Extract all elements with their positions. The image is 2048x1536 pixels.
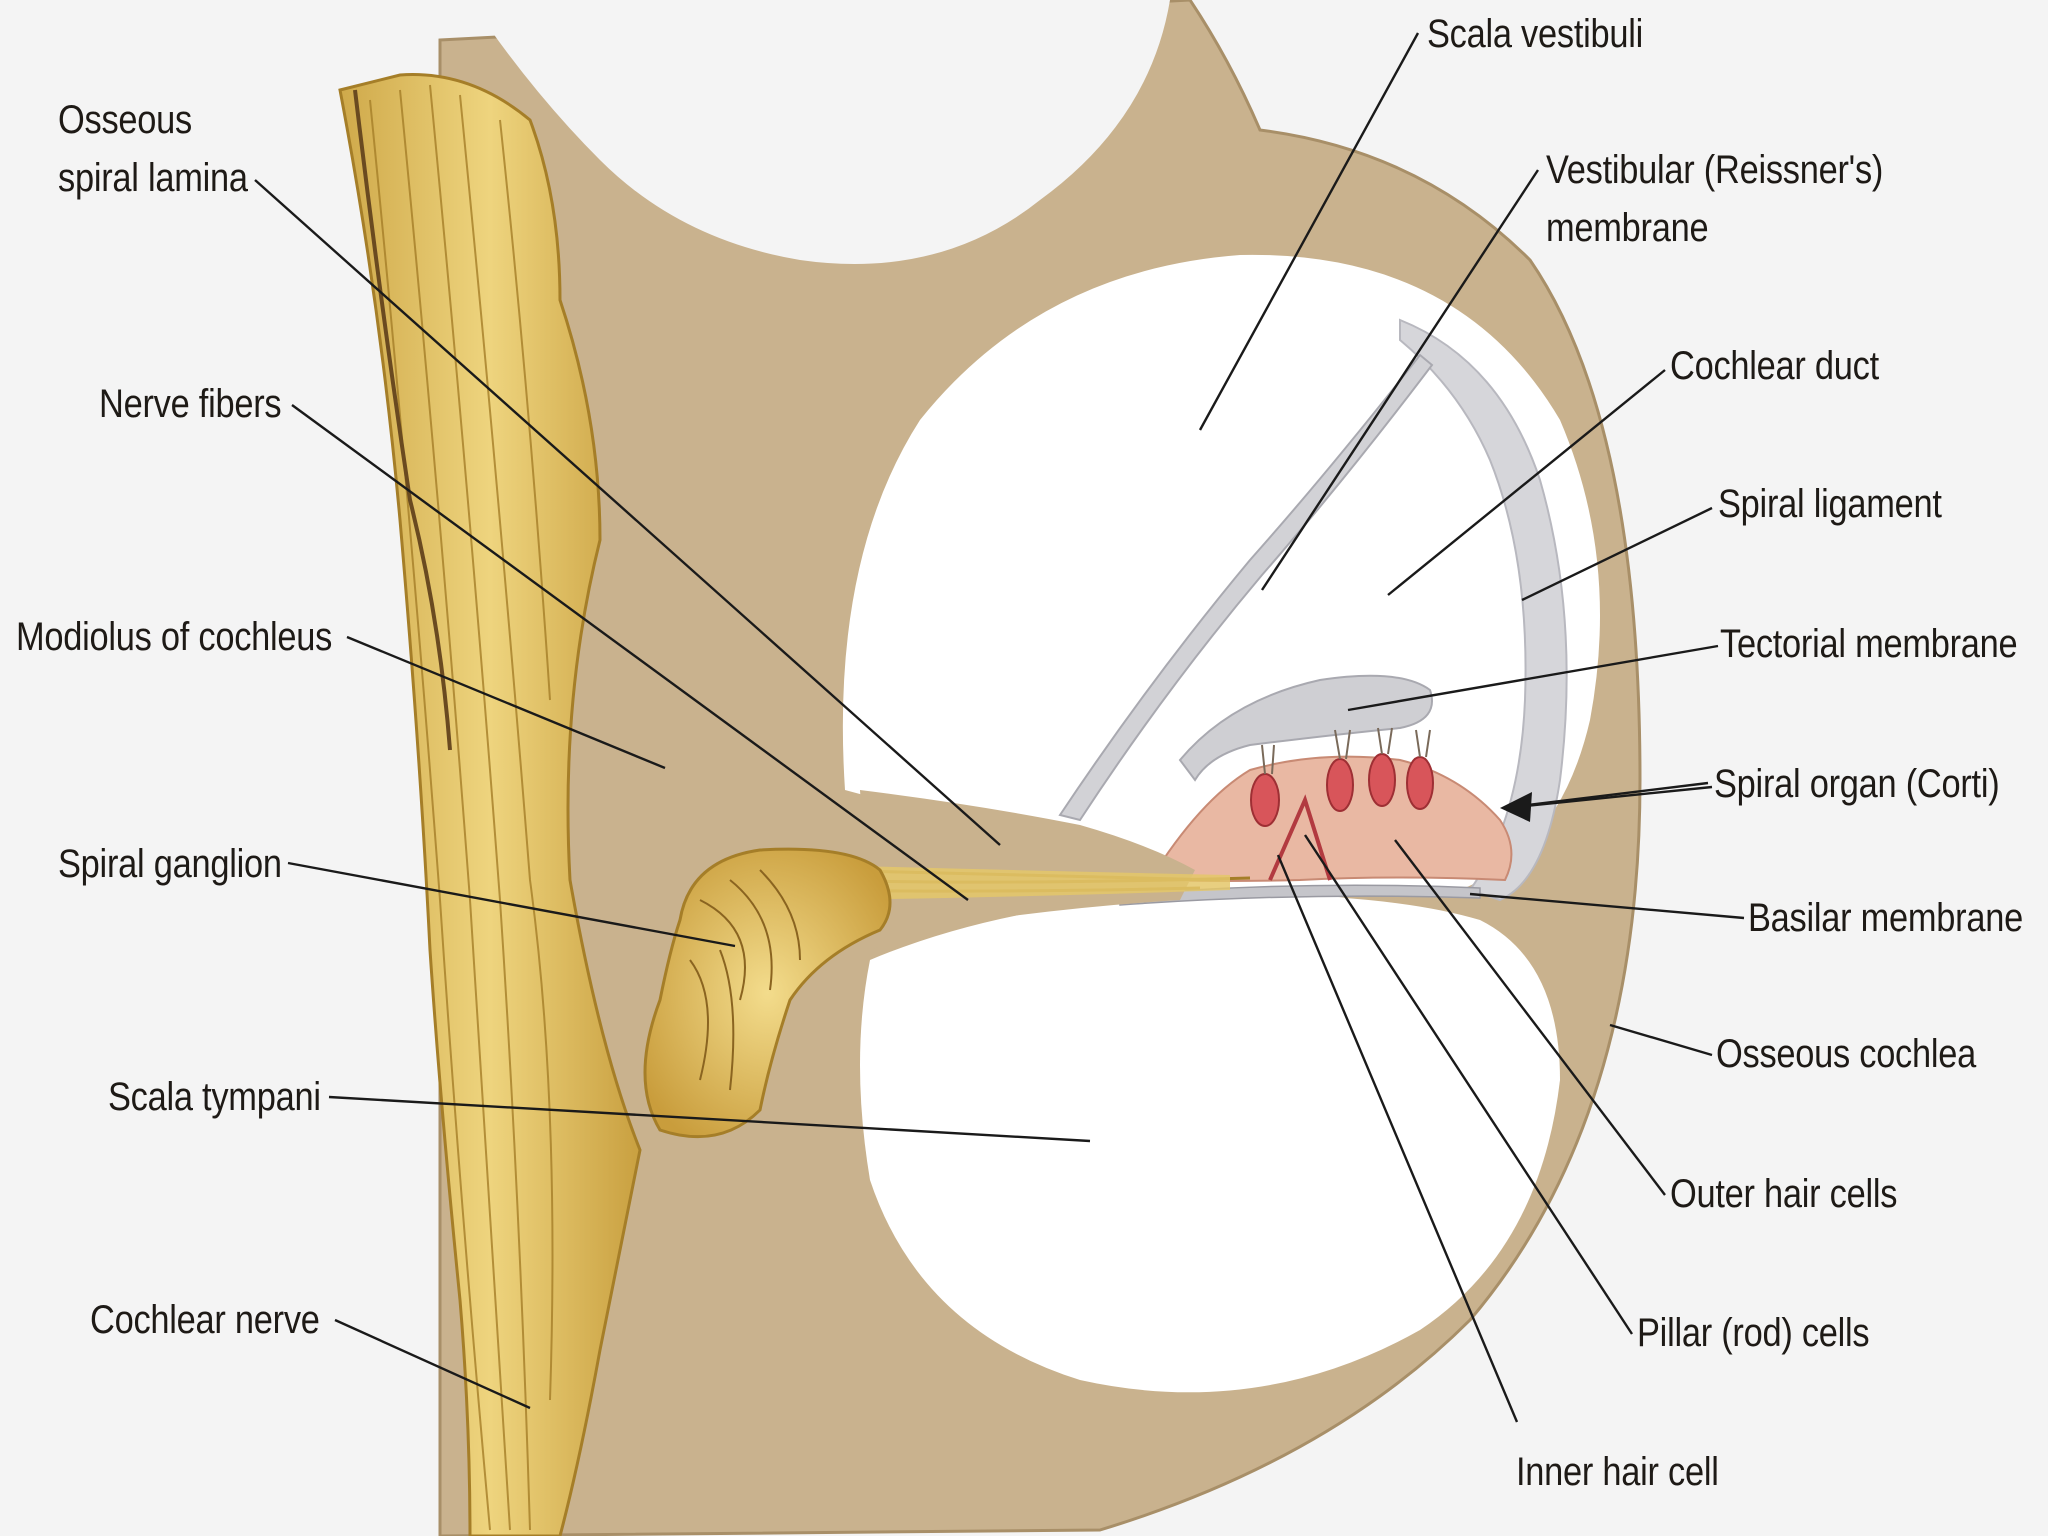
label-vestibular-membrane-line2: membrane [1546,206,1708,250]
label-nerve-fibers: Nerve fibers [99,382,281,426]
label-inner-hair-cell: Inner hair cell [1516,1450,1719,1494]
label-outer-hair-cells: Outer hair cells [1670,1172,1897,1216]
label-spiral-ganglion: Spiral ganglion [58,842,282,886]
label-osseous-cochlea: Osseous cochlea [1716,1032,1976,1076]
label-pillar-cells: Pillar (rod) cells [1637,1311,1869,1355]
label-tectorial-membrane: Tectorial membrane [1720,622,2017,666]
label-cochlear-nerve: Cochlear nerve [90,1298,320,1342]
label-spiral-organ: Spiral organ (Corti) [1714,762,1999,806]
label-scala-vestibuli: Scala vestibuli [1427,12,1643,56]
label-scala-tympani: Scala tympani [108,1075,321,1119]
label-basilar-membrane: Basilar membrane [1748,896,2023,940]
label-cochlear-duct: Cochlear duct [1670,344,1879,388]
label-osseous-spiral-lamina-line1: Osseous [58,98,192,142]
label-osseous-spiral-lamina-line2: spiral lamina [58,156,248,200]
label-spiral-ligament: Spiral ligament [1718,482,1942,526]
label-modiolus: Modiolus of cochleus [16,615,332,659]
label-vestibular-membrane-line1: Vestibular (Reissner's) [1546,148,1883,192]
